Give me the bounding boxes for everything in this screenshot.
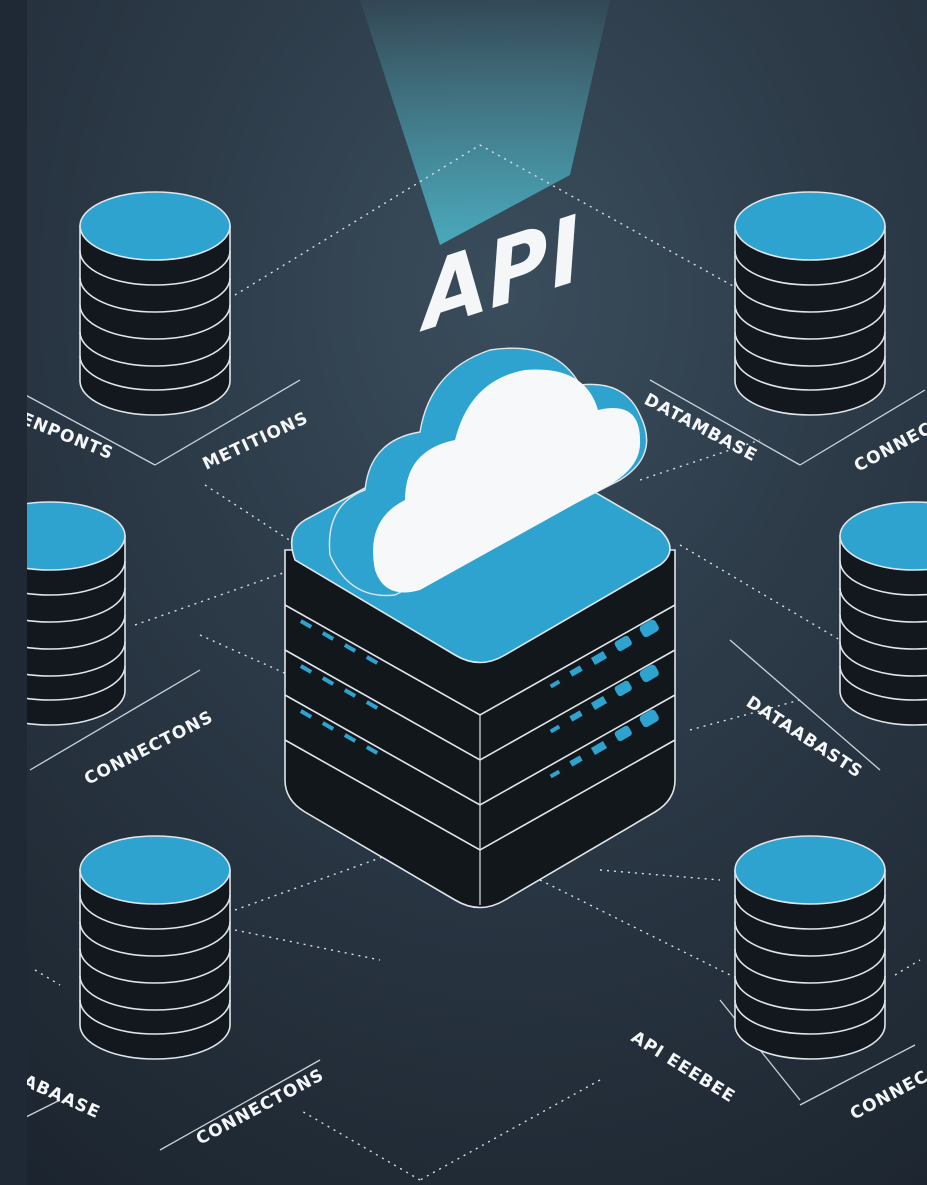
database-cylinder-top-right	[734, 191, 886, 416]
platform-outlines	[19, 379, 926, 1151]
connector-lines	[34, 144, 921, 1181]
database-cylinder-bottom-right	[734, 835, 886, 1060]
server-led-dashes	[299, 619, 659, 779]
cloud-icon	[328, 347, 648, 597]
left-edge-strip	[0, 0, 27, 1185]
database-cylinder-top-left	[79, 191, 231, 416]
database-cylinder-bottom-left	[79, 835, 231, 1060]
database-cylinder-mid-right	[839, 501, 927, 726]
light-beam	[360, 0, 610, 245]
